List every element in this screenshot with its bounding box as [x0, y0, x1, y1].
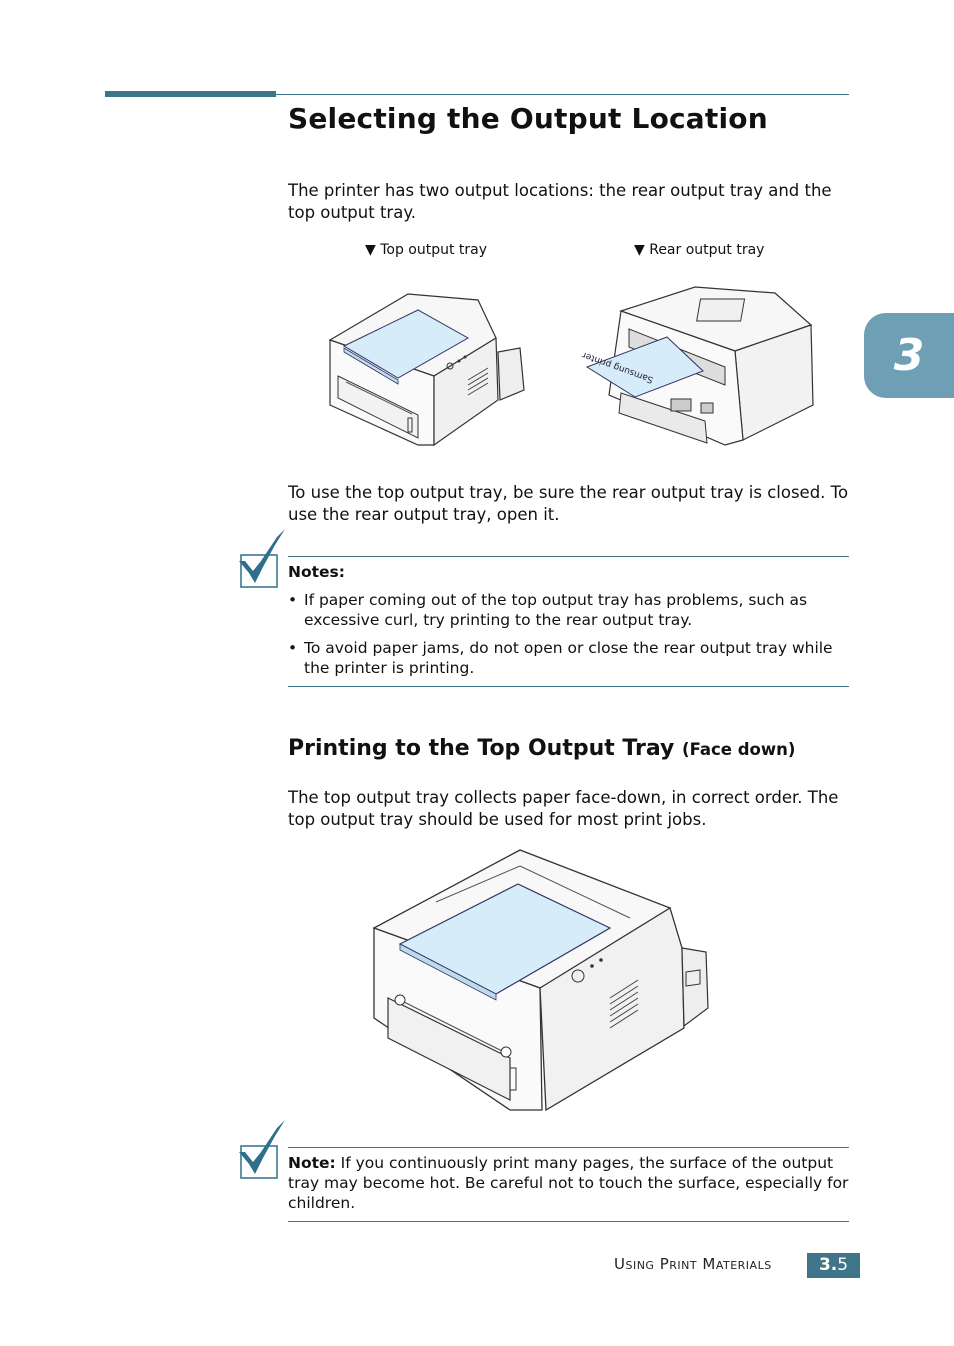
checkmark-icon	[239, 529, 285, 588]
footer-section-name-text: Using Print Materials	[614, 1255, 772, 1273]
note-item-text: To avoid paper jams, do not open or clos…	[304, 639, 833, 677]
printer-rear-tray-illustration: Samsung printer	[581, 286, 814, 446]
list-item: • To avoid paper jams, do not open or cl…	[288, 638, 850, 678]
caption-top-output-tray: ▼ Top output tray	[365, 242, 488, 258]
caption-rear-output-tray: ▼ Rear output tray	[634, 242, 765, 258]
page-number-badge: 3.5	[807, 1253, 860, 1278]
bullet-icon: •	[288, 639, 298, 657]
list-item: • If paper coming out of the top output …	[288, 590, 850, 630]
page-chapter: 3.	[818, 1255, 838, 1275]
note2-text: If you continuously print many pages, th…	[288, 1154, 849, 1212]
page-number: 5	[837, 1255, 849, 1275]
chapter-tab: 3	[864, 313, 954, 398]
checkmark-icon	[239, 1120, 285, 1179]
note2-top-rule	[288, 1147, 849, 1148]
notes-bottom-rule	[288, 686, 849, 687]
note2-bottom-rule	[288, 1221, 849, 1222]
notes-top-rule	[288, 556, 849, 557]
notes-block: Notes: • If paper coming out of the top …	[288, 562, 850, 686]
printer-large-illustration	[372, 849, 709, 1112]
header-rule-thick	[105, 91, 276, 97]
instruction-paragraph: To use the top output tray, be sure the …	[288, 483, 849, 524]
note2-label: Note:	[288, 1154, 336, 1172]
printer-top-tray-illustration	[328, 293, 525, 447]
note2-block: Note: If you continuously print many pag…	[288, 1153, 850, 1213]
subsection-title: Printing to the Top Output Tray (Face do…	[288, 736, 795, 761]
subsection-title-text: Printing to the Top Output Tray	[288, 736, 675, 761]
footer-section-name: Using Print Materials	[614, 1255, 772, 1273]
notes-heading: Notes:	[288, 563, 345, 581]
page-title: Selecting the Output Location	[288, 102, 768, 135]
intro-paragraph: The printer has two output locations: th…	[288, 181, 832, 222]
subsection-title-suffix: (Face down)	[682, 740, 796, 759]
note-item-text: If paper coming out of the top output tr…	[304, 591, 808, 629]
bullet-icon: •	[288, 591, 298, 609]
subsection-paragraph: The top output tray collects paper face-…	[288, 788, 839, 829]
header-rule-thin	[276, 94, 849, 95]
